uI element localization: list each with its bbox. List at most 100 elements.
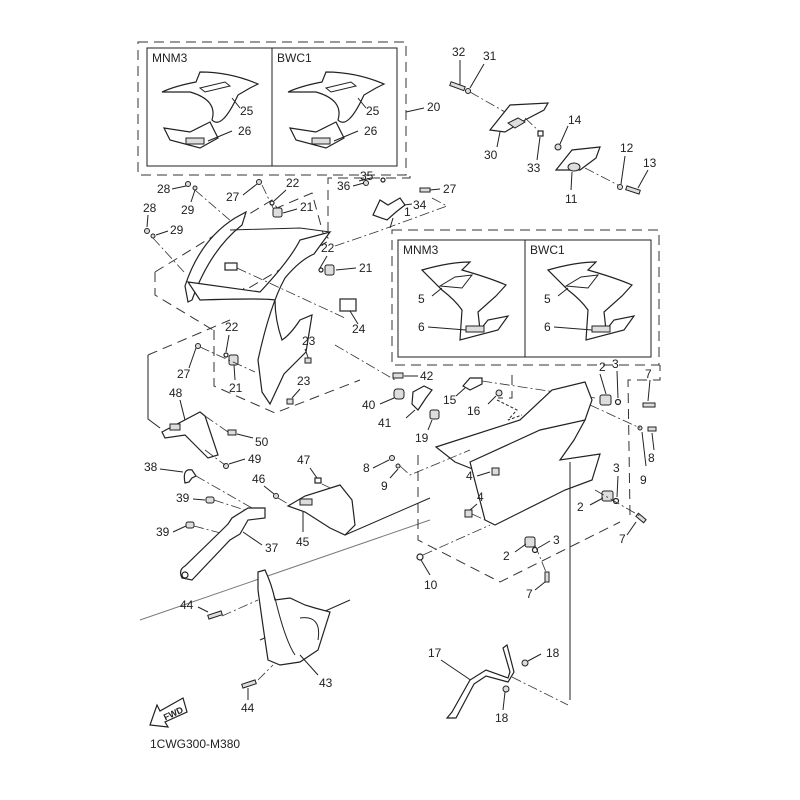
callout-17: 17	[428, 646, 442, 660]
callout-3: 3	[612, 357, 619, 371]
side-cowl-drawing	[161, 71, 260, 123]
callout-43: 43	[319, 676, 333, 690]
callout-12: 12	[620, 141, 634, 155]
callout-18: 18	[495, 711, 509, 725]
callout-9: 9	[381, 479, 388, 493]
callout-3: 3	[613, 461, 620, 475]
bolt-8	[389, 455, 395, 461]
collar-22	[318, 267, 324, 273]
bracket-clip	[169, 423, 181, 431]
mirror-assembly: 32 31 30 33 14 11 12 13	[449, 45, 657, 206]
callout-21: 21	[229, 381, 243, 395]
yamaha-emblem-decal	[591, 325, 611, 333]
upper-cowl-body	[186, 230, 332, 406]
callout-28: 28	[157, 182, 171, 196]
callout-6: 6	[544, 320, 551, 334]
callout-25: 25	[366, 104, 380, 118]
bolt-28	[185, 181, 191, 187]
callout-47: 47	[297, 453, 311, 467]
screw-16	[495, 389, 503, 397]
fwd-indicator: FWD	[149, 697, 188, 728]
variant-group-20: MNM3 BWC1 25 25 26 26 20	[137, 41, 441, 176]
bracket-45	[286, 484, 356, 536]
grommet-47	[314, 477, 322, 484]
callout-13: 13	[643, 156, 657, 170]
callout-22: 22	[321, 241, 335, 255]
bolt-27	[256, 179, 262, 185]
callout-26: 26	[238, 124, 252, 138]
variant-label-bwc1: BWC1	[277, 51, 312, 65]
variant-label-mnm3: MNM3	[403, 243, 439, 257]
leader-line	[139, 519, 431, 621]
clamp-38	[183, 469, 197, 484]
stripe-decal	[198, 81, 232, 93]
callout-14: 14	[568, 113, 582, 127]
nut-33	[537, 130, 544, 137]
bolt-18	[521, 659, 529, 667]
callout-4: 4	[477, 490, 484, 504]
grommet-2	[601, 490, 614, 502]
callout-10: 10	[424, 578, 438, 592]
callout-37: 37	[265, 541, 279, 555]
side-cowl-lower	[469, 419, 601, 526]
dashed-outline	[147, 319, 231, 356]
nut-23	[286, 398, 294, 405]
under-cowl-inner	[299, 617, 320, 641]
callout-38: 38	[144, 460, 158, 474]
callout-23: 23	[302, 334, 316, 348]
stripe-decal	[438, 274, 474, 289]
stay-group: 17 18 18	[428, 643, 569, 725]
bolt-7	[544, 571, 550, 583]
washer-29	[192, 185, 198, 191]
grommet-2	[524, 536, 536, 548]
washer-31	[465, 88, 471, 94]
callout-5: 5	[544, 292, 551, 306]
callout-24: 24	[352, 322, 366, 336]
callout-16: 16	[467, 404, 481, 418]
dashed-outline	[417, 455, 621, 583]
callout-22: 22	[286, 176, 300, 190]
callout-2: 2	[503, 549, 510, 563]
stripe-decal	[564, 274, 600, 289]
bracket-clip	[299, 498, 313, 506]
nut-46	[273, 493, 279, 499]
callout-8: 8	[363, 461, 370, 475]
callout-48: 48	[169, 386, 183, 400]
callout-3: 3	[553, 533, 560, 547]
under-cowl-group: 44 44 43	[139, 519, 431, 715]
callout-41: 41	[378, 416, 392, 430]
bolt-42	[392, 372, 404, 379]
variant-label-mnm3: MNM3	[152, 51, 188, 65]
bolt-8	[647, 426, 657, 432]
bolt-18	[502, 685, 510, 693]
drawing-code: 1CWG300-M380	[150, 737, 240, 751]
callout-32: 32	[452, 45, 466, 59]
callout-45: 45	[296, 535, 310, 549]
upper-cowl-group: 28 29 28 29 27 22 21 22	[143, 169, 457, 414]
callout-2: 2	[599, 360, 606, 374]
side-cowl-group: 42 40 41 15 16 19 2 3 7	[334, 344, 661, 700]
dashed-outline	[154, 192, 331, 294]
callout-28: 28	[143, 201, 157, 215]
callout-39: 39	[176, 491, 190, 505]
callout-22: 22	[225, 320, 239, 334]
clip-4	[464, 509, 473, 518]
callout-40: 40	[362, 398, 376, 412]
dashed-outline	[137, 41, 407, 176]
side-cowl-drawing	[287, 71, 386, 123]
bracket-37	[179, 507, 266, 581]
fwd-arrow-icon	[149, 697, 188, 728]
callout-31: 31	[483, 49, 497, 63]
under-cowl	[257, 569, 331, 666]
callout-11: 11	[565, 192, 578, 206]
callout-27: 27	[226, 190, 240, 204]
bracket-15	[462, 377, 483, 391]
washer-12	[617, 184, 623, 190]
callout-1: 1	[404, 205, 411, 219]
bolt-7	[635, 512, 647, 524]
callout-7: 7	[619, 532, 626, 546]
collar-22	[223, 352, 229, 358]
callout-29: 29	[170, 223, 184, 237]
dashed-outline	[498, 375, 513, 399]
